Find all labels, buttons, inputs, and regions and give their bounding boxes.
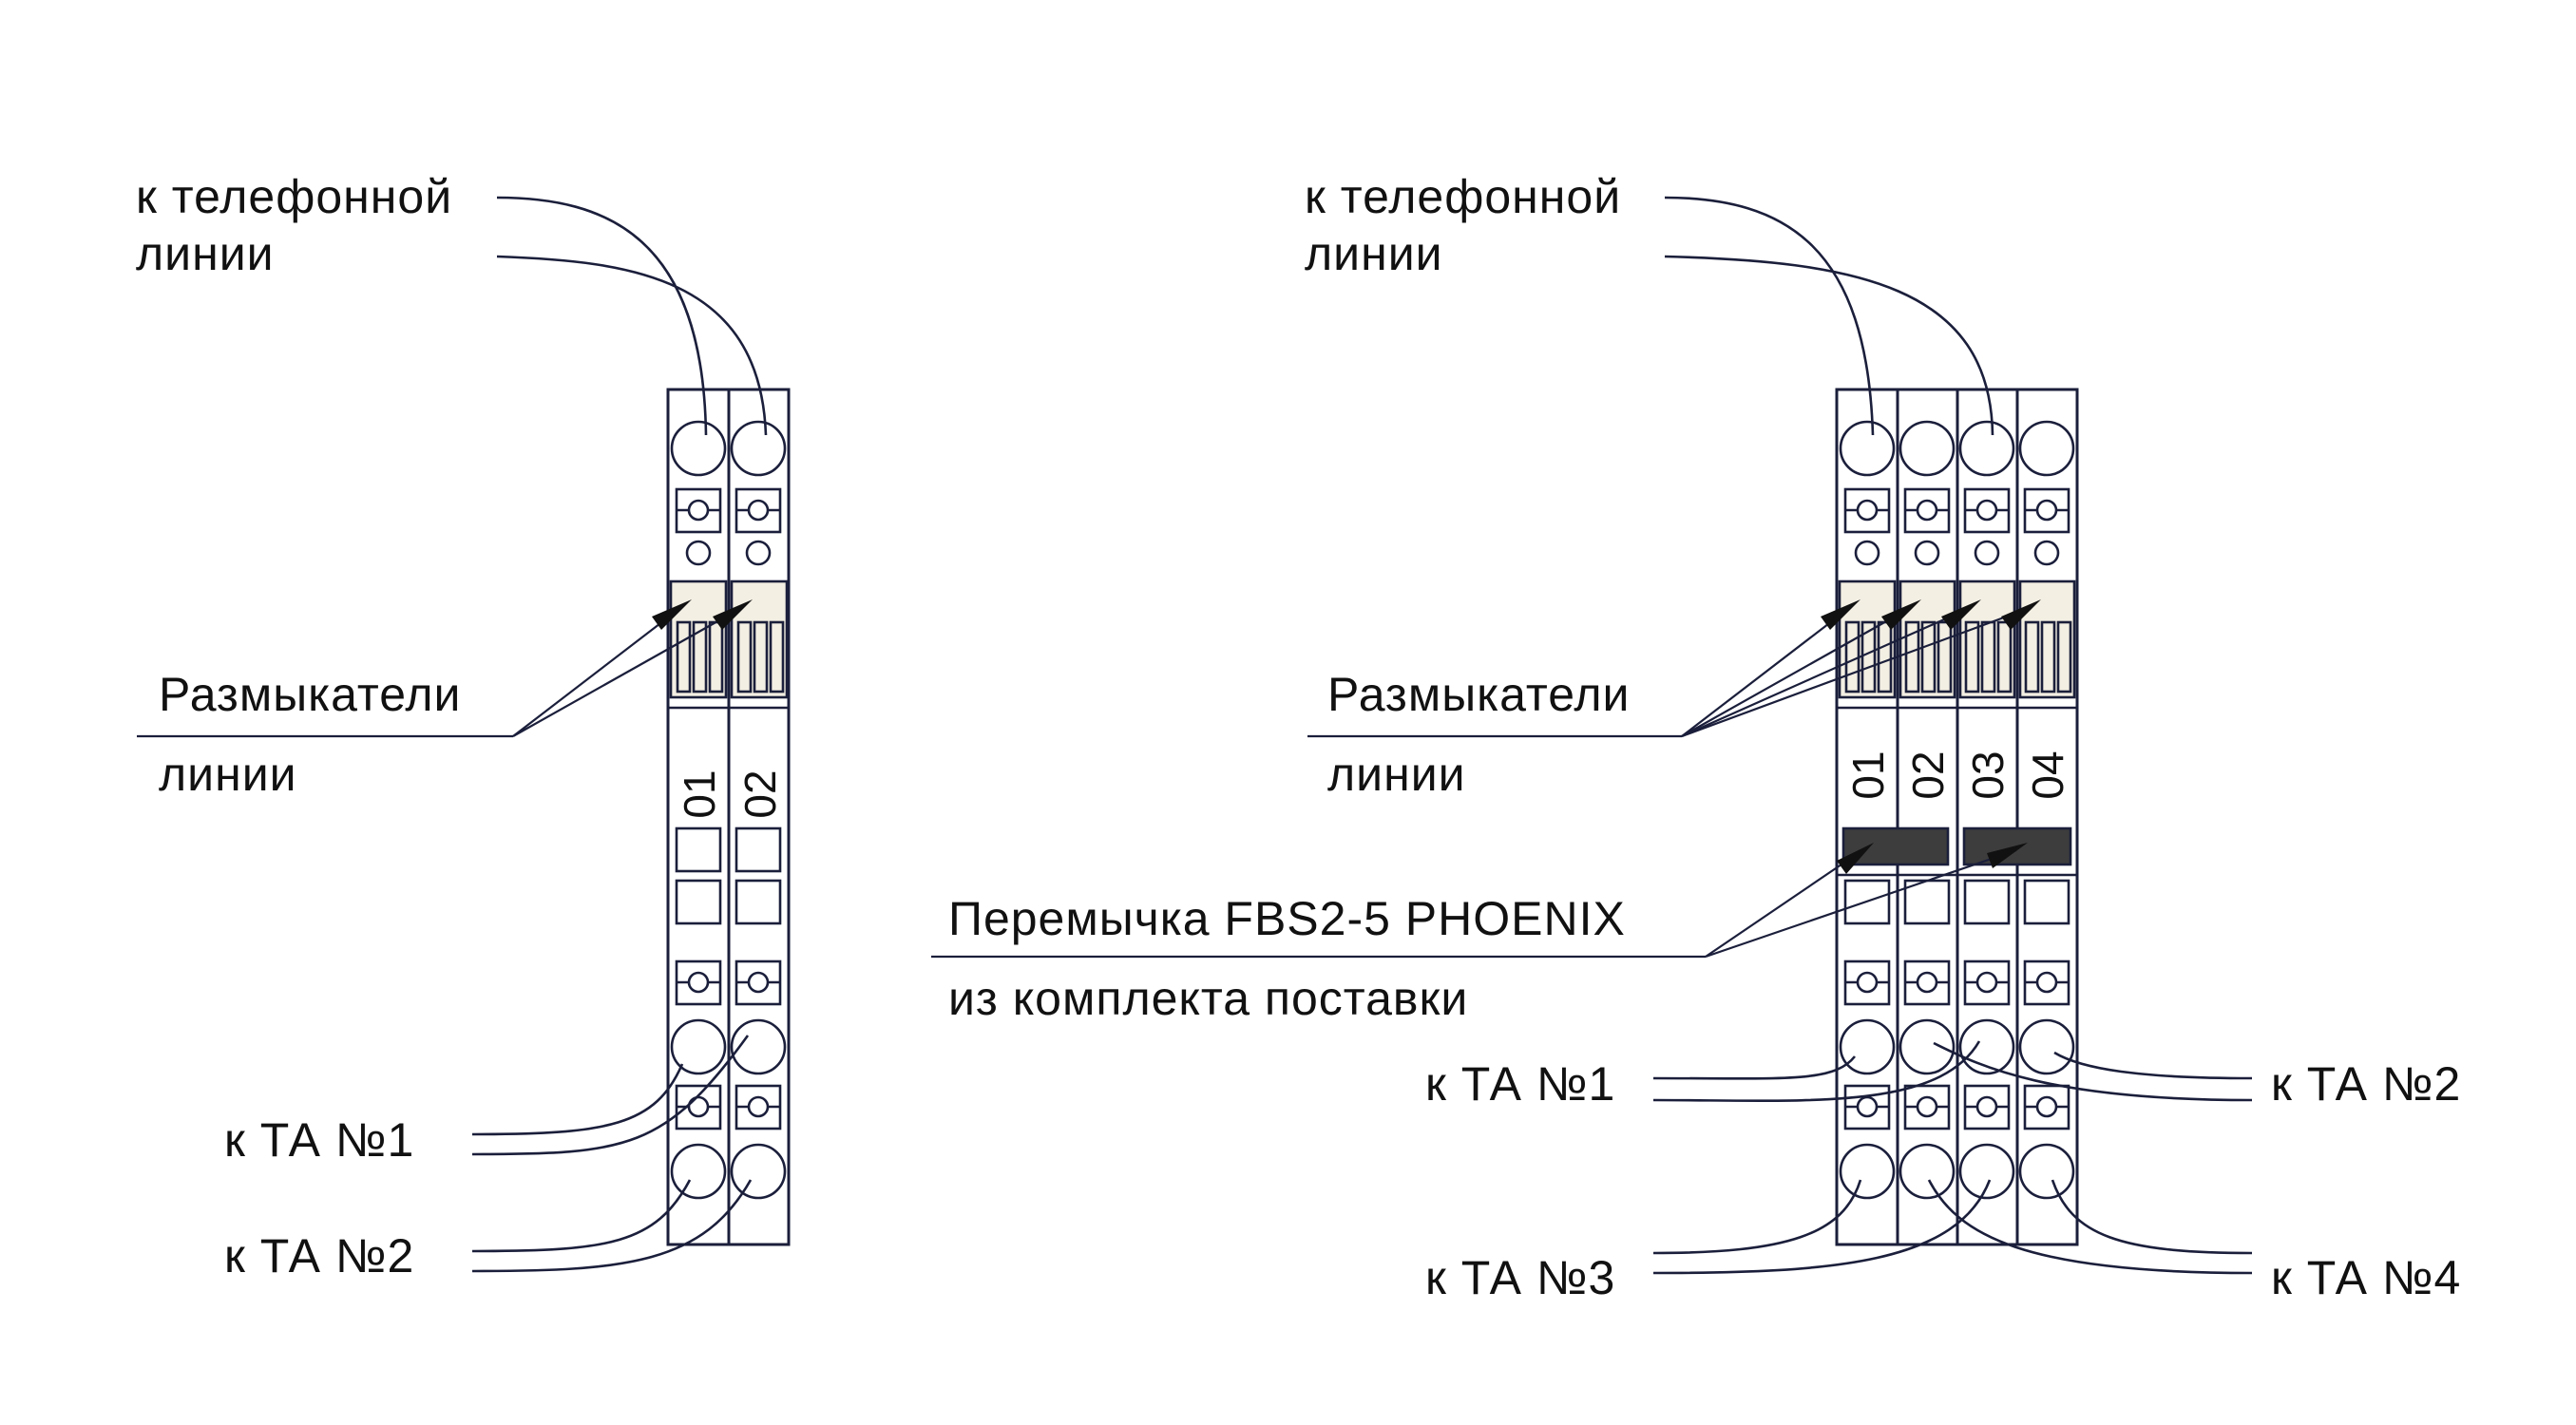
right-ta3-label: к ТА №3 <box>1425 1251 1615 1304</box>
right-ta3-wire-1 <box>1652 1179 1862 1255</box>
right-terminal-block: 01 02 03 04 <box>931 170 2461 1304</box>
left-jumper-slots <box>675 826 782 925</box>
left-ta1-wire-2 <box>471 1035 750 1156</box>
right-mid-connector-2 <box>1899 1018 1956 1075</box>
right-mid-connector-4 <box>2018 1018 2075 1075</box>
right-phone-wire-1 <box>1664 196 1875 436</box>
right-bridge-leader <box>931 843 2028 959</box>
right-mid-connector-1 <box>1839 1018 1896 1075</box>
left-terminal-block: 01 02 <box>136 170 791 1282</box>
right-bottom-connector-1 <box>1839 1143 1896 1200</box>
left-mid-screws <box>675 1084 782 1130</box>
right-phone-line-label-2: линии <box>1305 227 1443 280</box>
left-phone-wire-1 <box>496 196 708 436</box>
right-top-connector-2 <box>1899 420 1956 477</box>
left-ta1-label: к ТА №1 <box>224 1113 414 1167</box>
left-ta2-wire-2 <box>471 1179 753 1273</box>
right-disconnector-leader <box>1307 599 2041 738</box>
right-top-screws <box>1843 487 2070 566</box>
right-terminal-number-1: 01 <box>1843 750 1893 799</box>
right-mid-connector-3 <box>1958 1018 2015 1075</box>
left-ta1-wire-1 <box>471 1063 684 1136</box>
right-top-connector-1 <box>1839 420 1896 477</box>
left-disconnector-leader <box>137 599 753 738</box>
left-bottom-screws <box>675 960 782 1006</box>
left-mid-connector-2 <box>730 1018 787 1075</box>
right-ta4-wire-1 <box>2051 1179 2253 1255</box>
left-ta2-wire-1 <box>471 1179 692 1253</box>
right-ta4-label: к ТА №4 <box>2271 1251 2461 1304</box>
right-top-connector-4 <box>2018 420 2075 477</box>
right-disconnectors-label-2: линии <box>1327 748 1466 801</box>
left-phone-line-label-2: линии <box>136 227 275 280</box>
right-bottom-screws <box>1843 960 2070 1006</box>
right-ta1-wire-1 <box>1652 1055 1857 1080</box>
right-ta2-wire-2 <box>1933 1041 2253 1102</box>
right-ta1-label: к ТА №1 <box>1425 1057 1615 1111</box>
right-terminal-number-2: 02 <box>1903 750 1953 799</box>
right-disconnectors <box>1837 580 2077 710</box>
right-terminal-number-3: 03 <box>1963 750 2013 799</box>
right-bridge-1 <box>1841 826 1950 866</box>
right-phone-wire-2 <box>1664 255 1994 436</box>
right-terminal-number-4: 04 <box>2023 750 2072 799</box>
right-top-connector-3 <box>1958 420 2015 477</box>
right-ta2-wire-1 <box>2053 1051 2253 1080</box>
left-mid-connector-1 <box>670 1018 727 1075</box>
left-terminal-number-1: 01 <box>675 770 724 818</box>
left-disconnectors <box>668 580 789 710</box>
left-top-connector-1 <box>670 420 727 477</box>
right-phone-line-label: к телефонной <box>1305 170 1621 223</box>
left-phone-line-label: к телефонной <box>136 170 452 223</box>
right-disconnectors-label: Размыкатели <box>1327 668 1630 721</box>
left-disconnectors-label-2: линии <box>159 748 297 801</box>
right-ta3-wire-2 <box>1652 1179 1992 1275</box>
left-disconnectors-label: Размыкатели <box>159 668 461 721</box>
right-bottom-connector-2 <box>1899 1143 1956 1200</box>
right-ta4-wire-2 <box>1927 1179 2253 1275</box>
left-ta2-label: к ТА №2 <box>224 1229 414 1282</box>
right-mid-screws <box>1843 1084 2070 1130</box>
left-bottom-connector-1 <box>670 1143 727 1200</box>
left-top-screws <box>675 487 782 566</box>
left-terminal-number-2: 02 <box>735 770 785 818</box>
left-bottom-connector-2 <box>730 1143 787 1200</box>
left-phone-wire-2 <box>496 255 768 436</box>
right-bottom-connector-4 <box>2018 1143 2075 1200</box>
right-bottom-connector-3 <box>1958 1143 2015 1200</box>
right-ta1-wire-2 <box>1652 1040 1981 1103</box>
right-ta2-label: к ТА №2 <box>2271 1057 2461 1111</box>
left-top-connector-2 <box>730 420 787 477</box>
right-bridge-label: Перемычка FBS2-5 PHOENIX <box>948 892 1626 945</box>
right-bridge-label-2: из комплекта поставки <box>948 972 1468 1025</box>
